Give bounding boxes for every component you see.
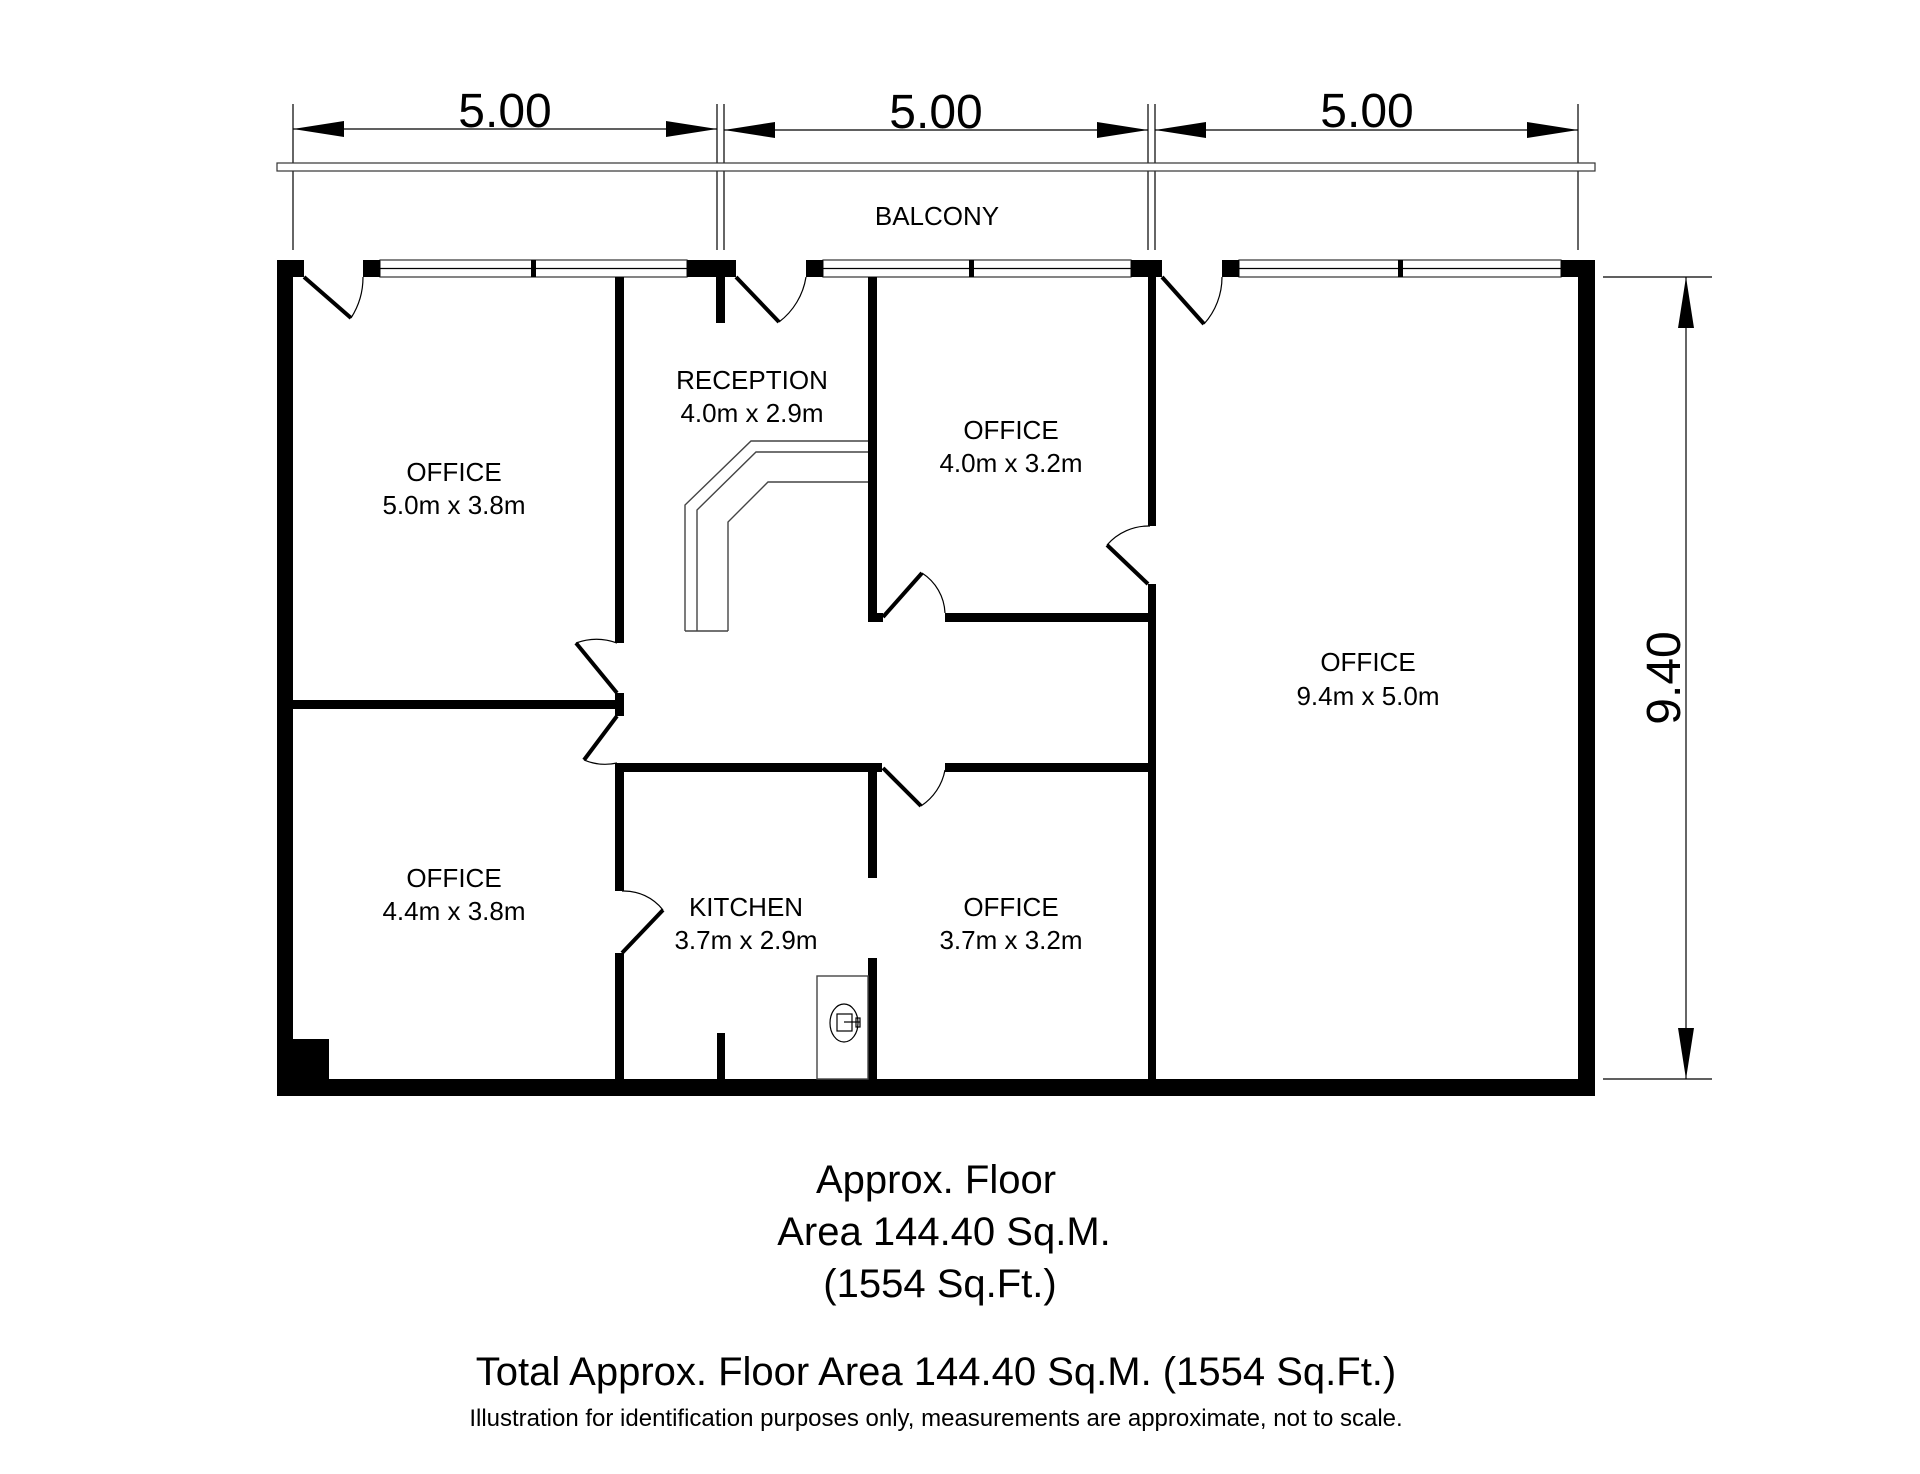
room-kitchen: KITCHEN 3.7m x 2.9m — [674, 892, 817, 955]
corner-column — [277, 1039, 329, 1096]
interior-wall — [615, 693, 624, 716]
arrow-up-icon — [1678, 277, 1694, 328]
room-name: OFFICE — [963, 892, 1058, 922]
room-labels: OFFICE 5.0m x 3.8m RECEPTION 4.0m x 2.9m… — [382, 365, 1439, 955]
arrow-down-icon — [1678, 1028, 1694, 1079]
room-reception: RECEPTION 4.0m x 2.9m — [676, 365, 828, 428]
dimension-label: 5.00 — [458, 85, 551, 138]
tap-icon — [855, 1017, 861, 1028]
door — [302, 275, 364, 320]
dimension-3: 5.00 — [1155, 85, 1578, 138]
room-name: OFFICE — [406, 863, 501, 893]
wall-pier — [687, 260, 736, 277]
room-size: 4.4m x 3.8m — [382, 896, 525, 926]
exterior-wall-right — [1578, 260, 1595, 1096]
window-mullion — [531, 260, 536, 277]
door — [734, 275, 807, 324]
floor-area-line-2: Area 144.40 Sq.M. — [777, 1210, 1111, 1254]
disclaimer: Illustration for identification purposes… — [469, 1405, 1402, 1432]
dimension-2: 5.00 — [724, 86, 1148, 139]
door — [574, 638, 619, 695]
wall-pier — [277, 260, 304, 277]
room-size: 3.7m x 3.2m — [939, 925, 1082, 955]
room-size: 4.0m x 2.9m — [680, 398, 823, 428]
door — [620, 890, 665, 955]
room-size: 9.4m x 5.0m — [1296, 681, 1439, 711]
dimension-label: 9.40 — [1638, 631, 1691, 724]
floor-area: Approx. Floor Area 144.40 Sq.M. (1554 Sq… — [777, 1158, 1111, 1306]
room-size: 3.7m x 2.9m — [674, 925, 817, 955]
arrow-right-icon — [666, 121, 717, 137]
window-mullion — [969, 260, 974, 277]
kitchen-sink — [816, 975, 869, 1080]
sink-icon — [829, 1003, 859, 1043]
interior-wall — [1148, 584, 1156, 1079]
door — [881, 571, 946, 619]
interior-wall — [868, 763, 877, 878]
exterior-wall-bottom — [277, 1079, 1595, 1096]
interior-wall — [615, 953, 624, 1079]
room-name: OFFICE — [963, 415, 1058, 445]
interior-wall — [615, 277, 624, 643]
room-office-3: OFFICE 9.4m x 5.0m — [1296, 647, 1439, 711]
walls — [277, 260, 1595, 1096]
arrow-left-icon — [1155, 122, 1206, 138]
wall-stub — [717, 1033, 725, 1079]
wall-pier — [806, 260, 823, 277]
room-name: OFFICE — [406, 457, 501, 487]
door — [582, 714, 619, 765]
room-name: RECEPTION — [676, 365, 828, 395]
balcony-label: BALCONY — [875, 201, 999, 231]
interior-wall — [615, 763, 624, 891]
dimension-1: 5.00 — [293, 85, 717, 138]
room-name: KITCHEN — [689, 892, 803, 922]
dimension-label: 5.00 — [889, 86, 982, 139]
reception-counter — [684, 440, 868, 632]
exterior-wall-left — [277, 260, 293, 1096]
room-office-4: OFFICE 4.4m x 3.8m — [382, 863, 525, 926]
interior-wall — [868, 277, 877, 622]
window-mullion — [1398, 260, 1403, 277]
door — [881, 766, 946, 808]
interior-wall — [293, 700, 615, 709]
room-office-5: OFFICE 3.7m x 3.2m — [939, 892, 1082, 955]
door — [1160, 275, 1223, 326]
room-name: OFFICE — [1320, 647, 1415, 677]
room-office-1: OFFICE 5.0m x 3.8m — [382, 457, 525, 520]
wall-pier — [1222, 260, 1239, 277]
interior-wall — [868, 613, 883, 622]
balcony-rail — [276, 162, 1596, 172]
dimension-label: 5.00 — [1320, 85, 1413, 138]
top-dimensions: 5.00 5.00 5.00 — [292, 85, 1579, 250]
side-dimension: 9.40 — [1603, 276, 1712, 1080]
windows — [379, 259, 1562, 278]
arrow-right-icon — [1527, 122, 1578, 138]
arrow-right-icon — [1097, 122, 1148, 138]
room-office-2: OFFICE 4.0m x 3.2m — [939, 415, 1082, 478]
room-size: 5.0m x 3.8m — [382, 490, 525, 520]
kitchen-counter — [816, 975, 869, 1080]
interior-wall — [1148, 277, 1156, 526]
interior-wall — [945, 763, 1148, 772]
floor-area-line-3: (1554 Sq.Ft.) — [823, 1262, 1056, 1306]
doors — [302, 275, 1223, 955]
door — [1105, 525, 1151, 586]
interior-wall — [615, 763, 882, 772]
wall-pier — [1131, 260, 1162, 277]
room-size: 4.0m x 3.2m — [939, 448, 1082, 478]
wall-pier — [363, 260, 380, 277]
wall-stub — [716, 277, 725, 323]
interior-wall — [868, 958, 877, 1079]
total-area: Total Approx. Floor Area 144.40 Sq.M. (1… — [476, 1350, 1397, 1394]
arrow-left-icon — [293, 121, 344, 137]
arrow-left-icon — [724, 122, 775, 138]
interior-wall — [945, 613, 1155, 622]
floor-area-line-1: Approx. Floor — [816, 1158, 1056, 1202]
